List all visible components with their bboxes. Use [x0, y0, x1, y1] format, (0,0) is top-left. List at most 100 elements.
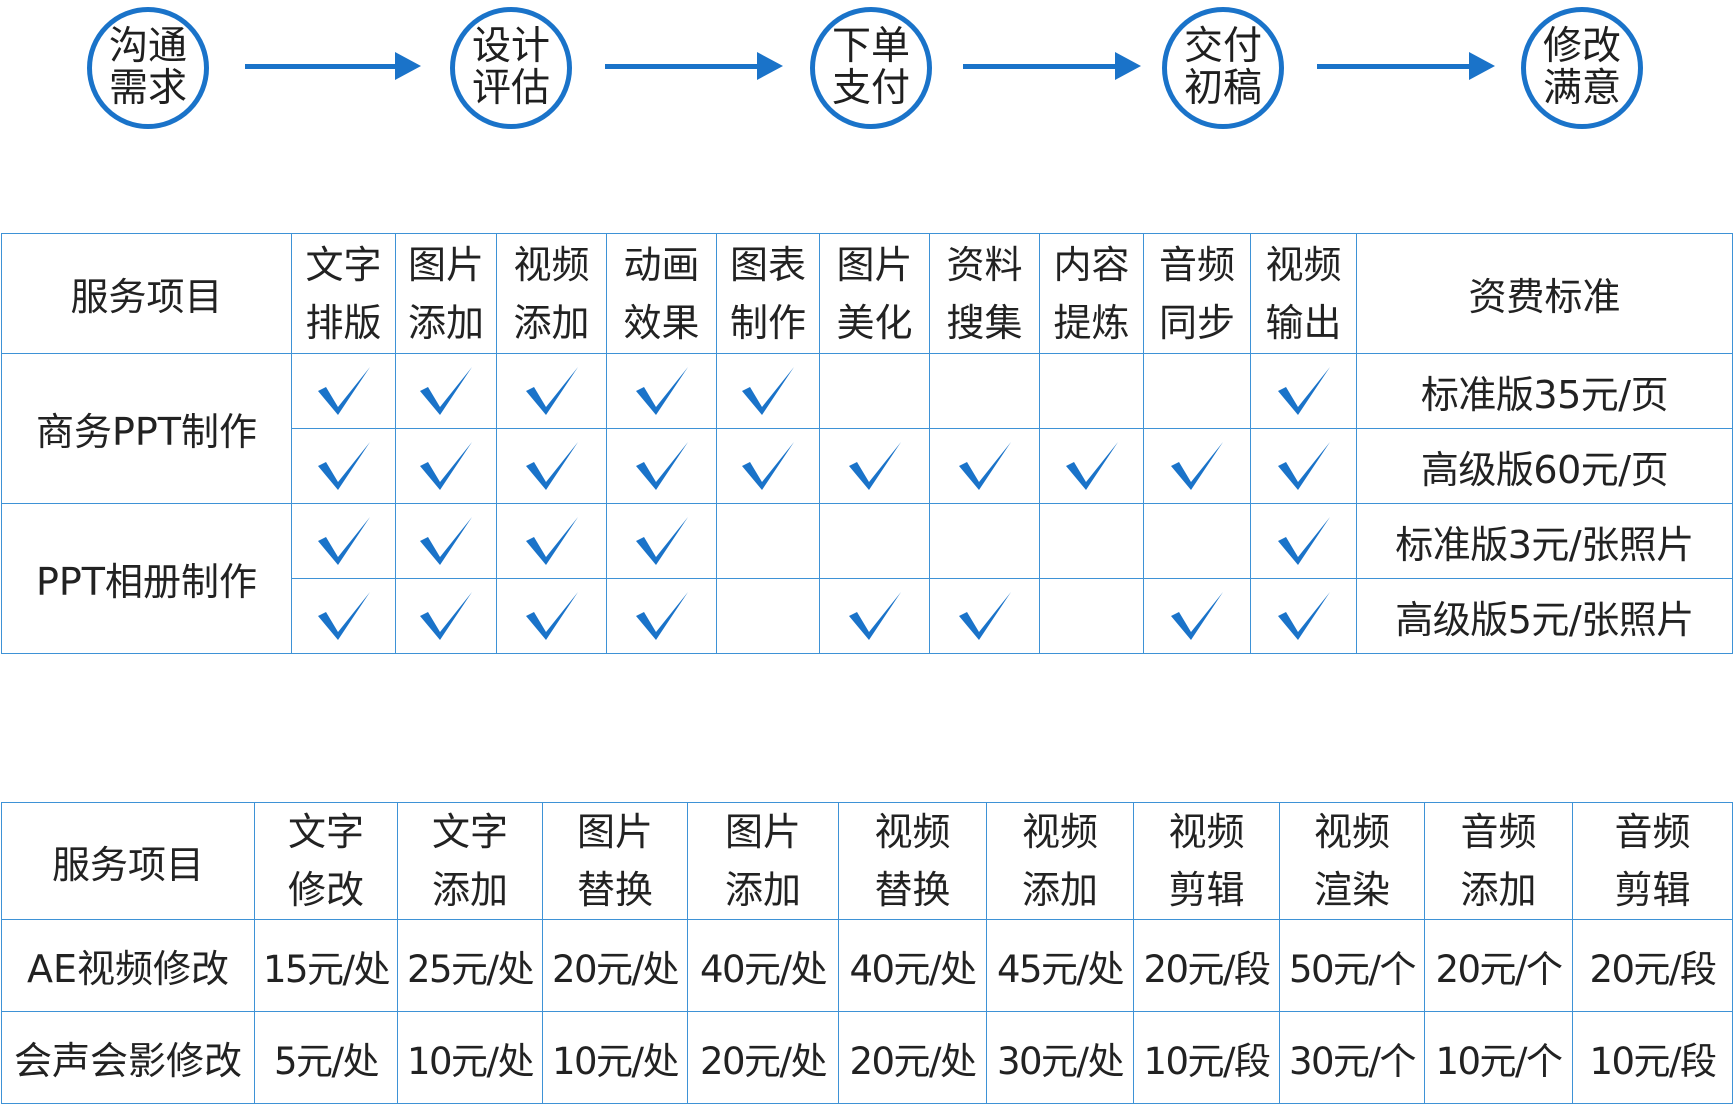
price-cell: 高级版5元/张照片: [1356, 578, 1733, 654]
check-icon: [317, 367, 370, 415]
price-cell: 10元/个: [1424, 1011, 1573, 1104]
price-cell: 40元/处: [838, 919, 987, 1012]
check-cell: [716, 578, 820, 654]
check-icon: [742, 442, 794, 490]
video-service-table: 服务项目 文字修改 文字添加 图片替换 图片添加 视频替换 视频添加 视频剪辑 …: [1, 802, 1733, 1104]
item-header: 视频添加: [986, 802, 1134, 920]
flow-step-order: 下单支付: [810, 7, 932, 129]
feature-header: 内容提炼: [1039, 233, 1144, 354]
price-cell: 高级版60元/页: [1356, 428, 1733, 504]
service-name: PPT相册制作: [1, 503, 292, 654]
item-header: 图片替换: [542, 802, 688, 920]
check-icon: [420, 517, 472, 565]
check-icon: [525, 442, 578, 490]
price-cell: 20元/处: [687, 1011, 839, 1104]
flow-arrow: [1317, 52, 1495, 80]
check-cell: [1039, 578, 1144, 654]
check-icon: [317, 592, 370, 640]
item-header: 音频添加: [1424, 802, 1573, 920]
check-cell: [716, 353, 820, 429]
feature-header: 图片美化: [819, 233, 930, 354]
check-cell: [291, 578, 396, 654]
check-icon: [1277, 442, 1330, 490]
check-cell: [1039, 353, 1144, 429]
check-icon: [742, 367, 794, 415]
check-icon: [635, 592, 688, 640]
check-cell: [1143, 578, 1251, 654]
table-row: 高级版5元/张照片: [2, 578, 1733, 654]
feature-header: 图片添加: [395, 233, 497, 354]
table-row: PPT相册制作 标准版3元/张照片: [1, 503, 1733, 654]
check-cell: [1250, 353, 1357, 429]
feature-header: 视频添加: [496, 233, 607, 354]
check-icon: [1171, 442, 1223, 490]
check-icon: [420, 442, 472, 490]
price-cell: 30元/个: [1279, 1011, 1425, 1104]
flow-step-design: 设计评估: [450, 7, 572, 129]
price-cell: 20元/个: [1424, 919, 1573, 1012]
check-icon: [420, 367, 472, 415]
check-icon: [1277, 517, 1330, 565]
service-label: 服务项目: [1, 233, 292, 354]
check-cell: [819, 503, 930, 579]
check-icon: [848, 442, 901, 490]
check-cell: [395, 353, 497, 429]
check-cell: [819, 353, 930, 429]
check-cell: [929, 503, 1040, 579]
check-cell: [929, 578, 1040, 654]
price-cell: 10元/处: [397, 1011, 543, 1104]
flow-arrow: [605, 52, 783, 80]
service-name: 商务PPT制作: [1, 353, 292, 504]
check-cell: [606, 578, 717, 654]
price-cell: 45元/处: [986, 919, 1134, 1012]
check-cell: [1143, 503, 1251, 579]
feature-header: 音频同步: [1143, 233, 1251, 354]
check-icon: [317, 517, 370, 565]
price-cell: 标准版3元/张照片: [1356, 503, 1733, 579]
check-cell: [291, 503, 396, 579]
item-header: 视频替换: [838, 802, 987, 920]
check-cell: [606, 353, 717, 429]
check-icon: [525, 367, 578, 415]
price-cell: 10元/处: [542, 1011, 688, 1104]
item-header: 文字添加: [397, 802, 543, 920]
price-cell: 5元/处: [254, 1011, 398, 1104]
check-icon: [317, 442, 370, 490]
price-cell: 20元/段: [1572, 919, 1733, 1012]
check-icon: [958, 592, 1011, 640]
price-label: 资费标准: [1356, 233, 1733, 354]
check-cell: [1250, 578, 1357, 654]
flow-step-revise: 修改满意: [1521, 7, 1643, 129]
flow-step-communicate: 沟通需求: [87, 7, 209, 129]
item-header: 音频剪辑: [1572, 802, 1733, 920]
check-cell: [1250, 503, 1357, 579]
check-cell: [1039, 503, 1144, 579]
feature-header: 文字排版: [291, 233, 396, 354]
table-row: AE视频修改 15元/处 25元/处 20元/处 40元/处 40元/处 45元…: [1, 919, 1733, 1012]
check-cell: [819, 578, 930, 654]
check-cell: [929, 353, 1040, 429]
check-icon: [848, 592, 901, 640]
ppt-service-table: 服务项目 文字排版 图片添加 视频添加 动画效果 图表制作 图片美化 资料搜集 …: [1, 233, 1733, 654]
check-cell: [716, 428, 820, 504]
check-cell: [496, 428, 607, 504]
price-cell: 40元/处: [687, 919, 839, 1012]
service-name: 会声会影修改: [1, 1011, 255, 1104]
check-icon: [525, 517, 578, 565]
item-header: 视频渲染: [1279, 802, 1425, 920]
price-cell: 10元/段: [1572, 1011, 1733, 1104]
price-cell: 20元/段: [1133, 919, 1280, 1012]
check-icon: [1277, 592, 1330, 640]
price-cell: 20元/处: [542, 919, 688, 1012]
price-cell: 15元/处: [254, 919, 398, 1012]
check-cell: [929, 428, 1040, 504]
check-icon: [958, 442, 1011, 490]
check-cell: [395, 428, 497, 504]
check-cell: [291, 428, 396, 504]
price-cell: 30元/处: [986, 1011, 1134, 1104]
table-row: 商务PPT制作 标准版35元/页: [1, 353, 1733, 504]
price-cell: 20元/处: [838, 1011, 987, 1104]
feature-header: 图表制作: [716, 233, 820, 354]
check-cell: [291, 353, 396, 429]
flow-arrow: [245, 52, 421, 80]
